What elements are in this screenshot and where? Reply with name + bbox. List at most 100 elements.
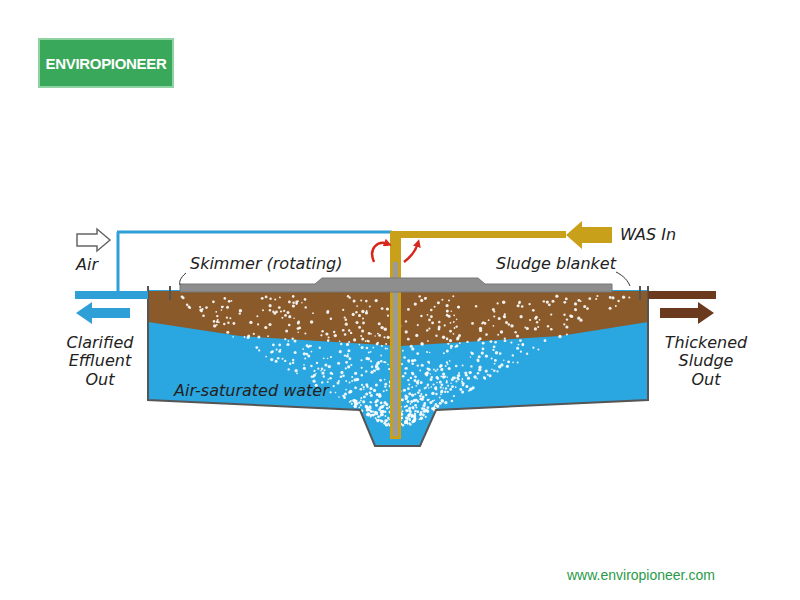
air-bubble xyxy=(286,343,289,346)
air-bubble xyxy=(377,333,379,335)
air-bubble xyxy=(424,408,426,410)
air-bubble xyxy=(401,363,403,365)
air-bubble xyxy=(349,390,352,393)
air-bubble xyxy=(345,319,348,322)
air-bubble xyxy=(321,372,324,375)
air-bubble xyxy=(503,315,506,318)
air-bubble xyxy=(365,370,367,372)
air-bubble xyxy=(427,406,430,409)
air-bubble xyxy=(295,369,298,372)
air-bubble xyxy=(441,376,443,378)
air-bubble xyxy=(475,305,477,307)
air-bubble xyxy=(386,348,388,350)
air-bubble xyxy=(435,335,437,337)
air-bubble xyxy=(349,382,351,384)
air-bubble xyxy=(233,322,236,325)
air-bubble xyxy=(412,360,414,362)
effluent-pipe xyxy=(75,291,148,299)
air-bubble xyxy=(375,404,377,406)
air-bubble xyxy=(453,377,456,380)
air-bubble xyxy=(505,321,508,324)
air-bubble xyxy=(387,315,389,317)
air-bubble xyxy=(481,352,484,355)
air-bubble xyxy=(503,359,505,361)
air-bubble xyxy=(381,413,384,416)
air-bubble xyxy=(272,311,274,313)
air-bubble xyxy=(445,376,447,378)
air-bubble xyxy=(268,323,271,326)
air-bubble xyxy=(434,306,436,308)
air-bubble xyxy=(275,311,278,314)
air-bubble xyxy=(304,298,307,301)
air-bubble xyxy=(450,322,452,324)
air-bubble xyxy=(418,392,420,394)
air-bubble xyxy=(316,362,318,364)
air-bubble xyxy=(504,339,507,342)
air-bubble xyxy=(496,370,498,372)
air-bubble xyxy=(404,372,406,374)
air-bubble xyxy=(373,389,376,392)
air-bubble xyxy=(536,321,538,323)
air-bubble xyxy=(307,355,310,358)
air-bubble xyxy=(384,379,386,381)
air-bubble xyxy=(420,315,422,317)
air-bubble xyxy=(340,375,343,378)
air-bubble xyxy=(622,296,625,299)
air-bubble xyxy=(405,397,408,400)
air-bubble xyxy=(353,399,356,402)
air-bubble xyxy=(313,370,315,372)
air-bubble xyxy=(444,391,446,393)
air-bubble xyxy=(323,375,325,377)
air-bubble xyxy=(491,358,493,360)
air-bubble xyxy=(504,313,506,315)
air-bubble xyxy=(449,388,452,391)
air-bubble xyxy=(370,394,373,397)
air-bubble xyxy=(368,332,371,335)
air-bubble xyxy=(416,381,419,384)
air-bubble xyxy=(431,407,434,410)
air-bubble xyxy=(431,392,434,395)
air-bubble xyxy=(355,402,358,405)
air-bubble xyxy=(518,301,521,304)
air-bubble xyxy=(487,374,489,376)
air-bubble xyxy=(516,334,519,337)
air-bubble xyxy=(586,307,589,310)
air-bubble xyxy=(213,320,216,323)
air-bubble xyxy=(383,390,385,392)
air-bubble xyxy=(484,378,486,380)
air-bubble xyxy=(441,383,444,386)
air-bubble xyxy=(362,322,365,325)
air-bubble xyxy=(323,357,325,359)
air-bubble xyxy=(458,334,461,337)
part-label: Sludge blanket xyxy=(496,255,616,273)
air-bubble xyxy=(485,354,488,357)
air-bubble xyxy=(609,307,612,310)
air-bubble xyxy=(485,370,488,373)
rotation-arrow xyxy=(404,243,418,262)
air-bubble xyxy=(269,298,271,300)
air-bubble xyxy=(404,368,406,370)
air-bubble xyxy=(345,389,347,391)
air-bubble xyxy=(414,375,417,378)
air-bubble xyxy=(255,346,258,349)
air-bubble xyxy=(408,411,410,413)
air-bubble xyxy=(407,308,410,311)
air-bubble xyxy=(408,418,411,421)
air-bubble xyxy=(311,351,313,353)
air-bubble xyxy=(351,403,353,405)
air-bubble xyxy=(437,301,440,304)
air-bubble xyxy=(405,416,408,419)
air-bubble xyxy=(426,329,428,331)
zone-label: Air-saturated water xyxy=(174,382,329,400)
air-bubble xyxy=(265,296,268,299)
air-bubble xyxy=(414,413,416,415)
air-bubble xyxy=(347,365,350,368)
air-bubble xyxy=(498,317,501,320)
air-bubble xyxy=(417,324,419,326)
air-bubble xyxy=(617,300,619,302)
air-bubble xyxy=(347,295,349,297)
air-bubble xyxy=(418,389,420,391)
air-bubble xyxy=(367,407,370,410)
air-bubble xyxy=(552,300,555,303)
air-bubble xyxy=(455,386,457,388)
